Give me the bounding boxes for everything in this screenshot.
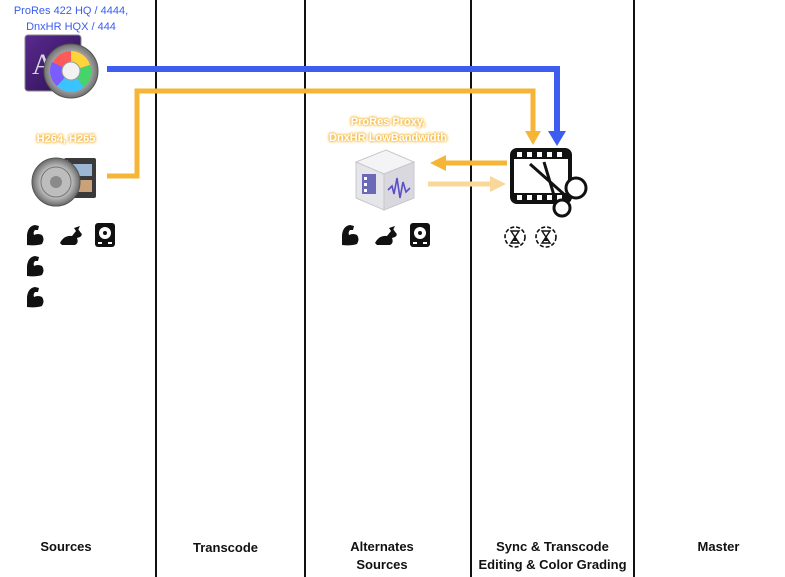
column-divider: [633, 0, 635, 577]
column-divider: [155, 0, 157, 577]
column-label-alternates: Alternates Sources: [306, 538, 458, 574]
blue-connector: [107, 66, 560, 134]
muscle-icon: [27, 287, 44, 308]
source-high-format-line1: ProRes 422 HQ / 4444,: [13, 5, 129, 17]
orange-arrowhead: [525, 131, 541, 145]
column-label-sources: Sources: [0, 538, 132, 556]
master-label: Master: [697, 539, 740, 554]
alternate-format: ProRes Proxy, DnxHR LowBandwidth: [305, 114, 471, 146]
hard-drive-icon: [95, 223, 115, 247]
blue-arrowhead: [548, 131, 566, 146]
alternate-format-line1: ProRes Proxy,: [350, 116, 426, 128]
column-label-master: Master: [635, 538, 785, 556]
alternate-format-line2: DnxHR LowBandwidth: [329, 132, 447, 144]
motion-app-icon: A: [24, 34, 99, 99]
rabbit-icon: [60, 226, 82, 245]
rabbit-icon: [375, 226, 397, 245]
source-low-format: H264, H265: [0, 131, 132, 147]
film-scissors-icon: [510, 148, 588, 218]
alternates-label-line1: Alternates: [350, 539, 414, 554]
column-label-transcode: Transcode: [157, 539, 294, 557]
source-high-format: ProRes 422 HQ / 4444, DnxHR HQX / 444: [0, 3, 142, 35]
media-speaker-film-icon: [31, 157, 96, 207]
proxy-out-arrowhead: [430, 155, 446, 171]
column-label-sync: Sync & Transcode Editing & Color Grading: [472, 538, 633, 574]
sources-label: Sources: [40, 539, 92, 554]
alternates-label-line2: Sources: [356, 557, 408, 572]
source-low-format-text: H264, H265: [36, 133, 96, 145]
sync-label-line1: Sync & Transcode: [496, 539, 609, 554]
muscle-icon: [27, 225, 44, 246]
timer-icon: [504, 226, 526, 248]
column-divider: [304, 0, 306, 577]
muscle-icon: [342, 225, 359, 246]
proxy-in-arrowhead: [490, 176, 506, 192]
sync-label-line2: Editing & Color Grading: [478, 557, 627, 572]
compressor-cube-icon: [354, 149, 416, 211]
hard-drive-icon: [410, 223, 430, 247]
orange-connector: [107, 88, 536, 179]
timer-icon: [535, 226, 557, 248]
transcode-label: Transcode: [192, 540, 259, 555]
muscle-icon: [27, 256, 44, 277]
source-high-format-line2: DnxHR HQX / 444: [26, 21, 116, 33]
column-divider: [470, 0, 472, 577]
